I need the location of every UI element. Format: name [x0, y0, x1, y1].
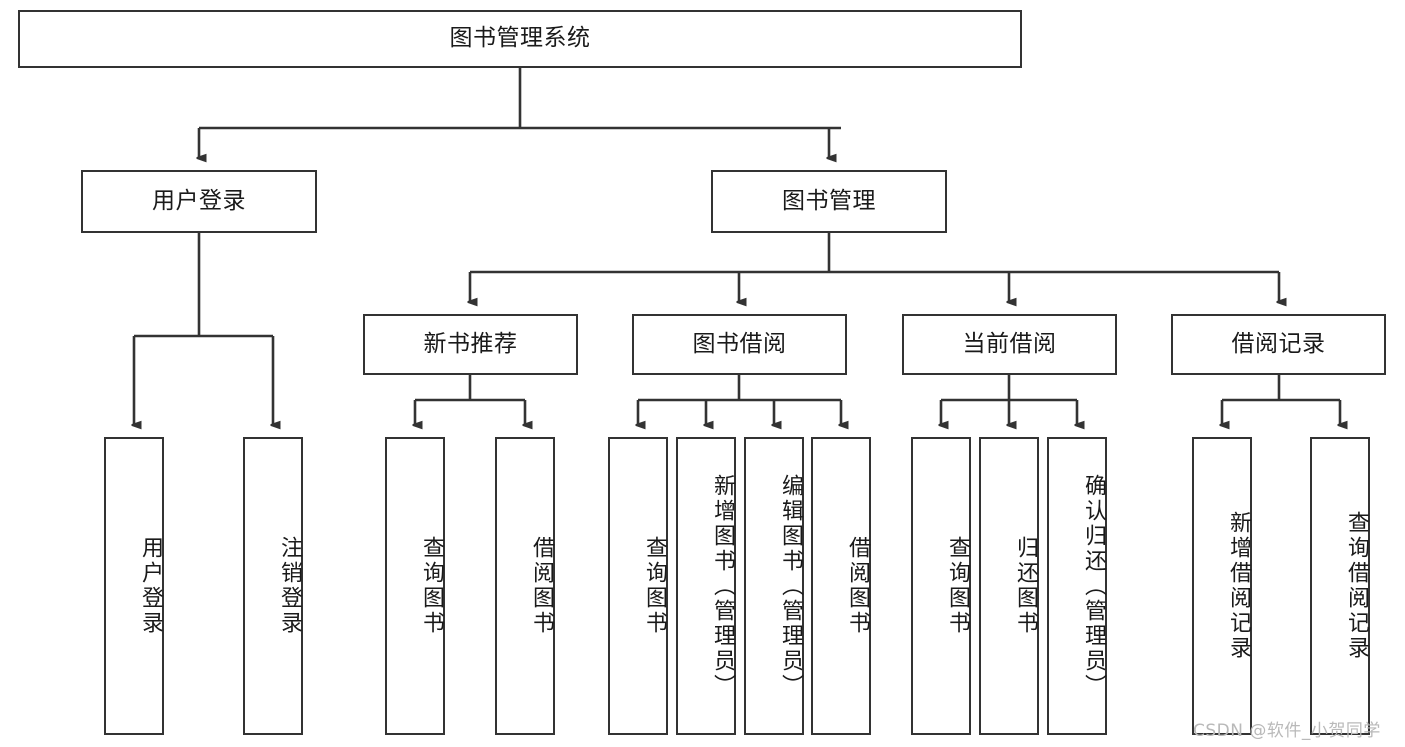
node-user-login-label: 用户登录: [152, 187, 246, 214]
node-current-borrow-label: 当前借阅: [962, 330, 1057, 357]
node-leaf-label: 用户登录: [138, 536, 163, 636]
node-leaf-user-login-1[interactable]: 注销登录: [243, 437, 303, 735]
node-leaf-book-borrow-1[interactable]: 新增图书（管理员）: [676, 437, 736, 735]
csdn-watermark: CSDN @软件_小贺同学: [1193, 721, 1381, 741]
node-leaf-new-book-recommend-0[interactable]: 查询图书: [385, 437, 445, 735]
node-leaf-label: 新增借阅记录: [1226, 511, 1251, 661]
node-leaf-current-borrow-0[interactable]: 查询图书: [911, 437, 971, 735]
node-new-book-recommend-label: 新书推荐: [423, 330, 518, 357]
node-leaf-label: 注销登录: [277, 536, 302, 636]
node-user-login[interactable]: 用户登录: [81, 170, 317, 233]
node-leaf-label: 查询图书: [642, 536, 667, 636]
node-leaf-current-borrow-2[interactable]: 确认归还（管理员）: [1047, 437, 1107, 735]
node-leaf-label: 编辑图书（管理员）: [778, 473, 803, 699]
node-leaf-label: 新增图书（管理员）: [710, 473, 735, 699]
node-leaf-label: 查询图书: [945, 536, 970, 636]
node-current-borrow[interactable]: 当前借阅: [902, 314, 1117, 375]
node-leaf-label: 借阅图书: [529, 536, 554, 636]
node-borrow-record[interactable]: 借阅记录: [1171, 314, 1386, 375]
node-book-management[interactable]: 图书管理: [711, 170, 947, 233]
node-root-label: 图书管理系统: [449, 25, 591, 52]
node-root-book-management-system[interactable]: 图书管理系统: [18, 10, 1022, 68]
node-borrow-record-label: 借阅记录: [1231, 330, 1326, 357]
node-new-book-recommend[interactable]: 新书推荐: [363, 314, 578, 375]
node-leaf-book-borrow-2[interactable]: 编辑图书（管理员）: [744, 437, 804, 735]
node-leaf-label: 借阅图书: [845, 536, 870, 636]
node-book-management-label: 图书管理: [782, 187, 876, 214]
node-leaf-label: 查询借阅记录: [1344, 511, 1369, 661]
node-book-borrow-label: 图书借阅: [692, 330, 787, 357]
node-leaf-label: 查询图书: [419, 536, 444, 636]
node-leaf-user-login-0[interactable]: 用户登录: [104, 437, 164, 735]
node-leaf-new-book-recommend-1[interactable]: 借阅图书: [495, 437, 555, 735]
node-leaf-label: 确认归还（管理员）: [1081, 473, 1106, 699]
node-leaf-borrow-record-0[interactable]: 新增借阅记录: [1192, 437, 1252, 735]
node-book-borrow[interactable]: 图书借阅: [632, 314, 847, 375]
node-leaf-label: 归还图书: [1013, 536, 1038, 636]
node-leaf-current-borrow-1[interactable]: 归还图书: [979, 437, 1039, 735]
node-leaf-book-borrow-3[interactable]: 借阅图书: [811, 437, 871, 735]
node-leaf-borrow-record-1[interactable]: 查询借阅记录: [1310, 437, 1370, 735]
node-leaf-book-borrow-0[interactable]: 查询图书: [608, 437, 668, 735]
